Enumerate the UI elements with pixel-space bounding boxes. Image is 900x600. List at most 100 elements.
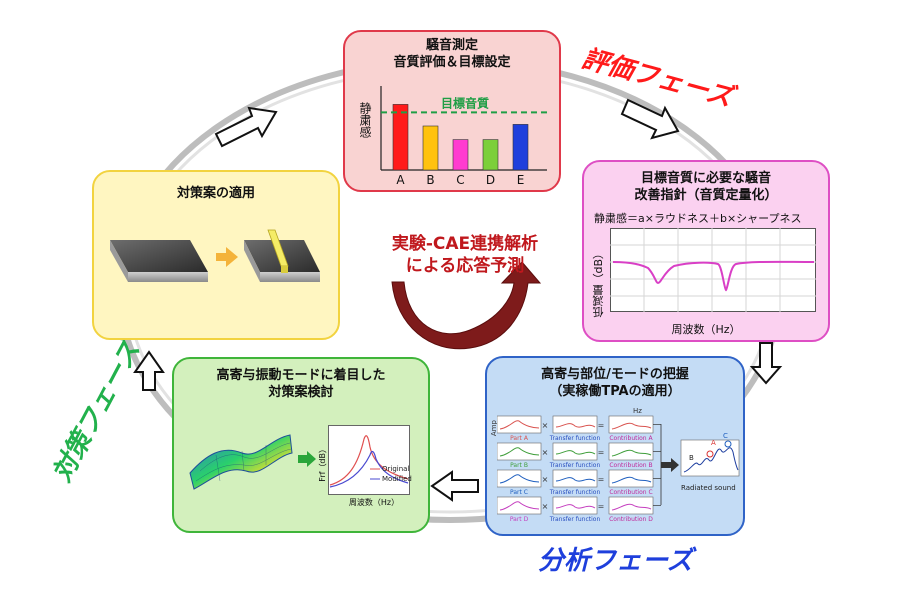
peak-label-A: A	[711, 439, 716, 447]
tpa-curve	[611, 422, 652, 430]
tpa-curve	[555, 477, 596, 482]
apply-box: 対策案の適用	[92, 170, 340, 340]
mode-title-line2: 対策案検討	[268, 385, 334, 400]
tpa-box: 高寄与部位/モードの把握 （実稼働TPAの適用） Amp Hz ×=Part A…	[485, 356, 745, 536]
tpa-curve	[555, 423, 596, 428]
frf-chart	[328, 425, 410, 495]
tpa-cell	[608, 442, 654, 461]
tpa-cell	[552, 496, 598, 515]
tpa-curve	[611, 449, 652, 457]
radiated-sound-label: Radiated sound	[681, 484, 736, 492]
modified-curve	[329, 450, 409, 488]
transfer-function-label: Transfer function	[549, 516, 601, 523]
quietness-formula: 静粛感＝a×ラウドネス＋b×シャープネス	[594, 212, 802, 225]
reduction-ylabel: 低減量（dB）	[592, 248, 605, 318]
frequency-xlabel: 周波数（Hz）	[671, 323, 741, 336]
mode-title-line1: 高寄与振動モードに着目した	[216, 368, 386, 383]
bar-A	[392, 104, 409, 171]
bar-label-A: A	[396, 173, 405, 187]
equals-icon: =	[598, 421, 605, 430]
contribution-label: Contribution C	[609, 489, 652, 496]
vibration-mode-shape	[189, 434, 293, 490]
part-label: Part A	[510, 435, 529, 442]
equals-icon: =	[598, 475, 605, 484]
times-icon: ×	[542, 475, 549, 484]
reduction-curve	[612, 260, 815, 292]
peak-label-B: B	[689, 454, 694, 462]
tpa-diagram: × = Part A Transfer function Contribution A ×…	[497, 415, 740, 523]
part-label: Part D	[510, 516, 529, 523]
equals-icon: =	[598, 502, 605, 511]
bar-label-B: B	[426, 173, 434, 187]
times-icon: ×	[542, 448, 549, 457]
times-icon: ×	[542, 421, 549, 430]
original-curve	[329, 435, 409, 486]
mode-study-box: 高寄与振動モードに着目した 対策案検討 Frf（dB） Original Mod…	[172, 357, 430, 533]
tpa-title-line2: （実稼働TPAの適用）	[549, 384, 681, 399]
legend-original: Original	[382, 465, 410, 473]
tpa-cell	[497, 469, 542, 488]
measurement-title-line1: 騒音測定	[425, 38, 478, 53]
tpa-cell	[552, 415, 598, 434]
contribution-label: Contribution A	[609, 435, 653, 442]
sound-quality-bar-chart: A B C D E 目標音質	[380, 86, 547, 187]
frf-ylabel: Frf（dB）	[318, 445, 327, 482]
tpa-cell	[497, 442, 542, 461]
tpa-curve	[611, 476, 652, 484]
target-title-line2: 改善指針（音質定量化）	[634, 188, 778, 203]
tpa-cell	[497, 415, 542, 434]
bar-label-D: D	[486, 173, 495, 187]
tpa-cell	[552, 442, 598, 461]
tpa-title-line1: 高寄与部位/モードの把握	[541, 367, 689, 382]
measurement-title-line2: 音質評価＆目標設定	[393, 55, 511, 70]
tpa-curve	[499, 501, 540, 511]
plate-before-after	[110, 229, 320, 282]
cycle-arrow-3	[749, 342, 783, 385]
target-quality-box: 目標音質に必要な騒音 改善指針（音質定量化） 静粛感＝a×ラウドネス＋b×シャー…	[582, 160, 830, 342]
analysis-phase-label: 分析フェーズ	[538, 546, 693, 576]
reduction-curve-chart	[610, 228, 816, 312]
tpa-sum-arrow-icon	[661, 458, 679, 472]
bar-label-E: E	[517, 173, 525, 187]
bar-E	[512, 124, 529, 171]
transfer-function-label: Transfer function	[549, 489, 601, 496]
contribution-label: Contribution B	[609, 462, 652, 469]
legend-modified: Modified	[382, 475, 412, 483]
target-title-line1: 目標音質に必要な騒音	[640, 171, 771, 186]
bar-D	[482, 139, 499, 171]
tpa-cell	[608, 415, 654, 434]
bar-C	[452, 139, 469, 171]
tpa-cell	[497, 496, 542, 515]
peak-marker-C	[724, 440, 732, 448]
tpa-curve	[611, 503, 652, 511]
part-label: Part C	[510, 489, 528, 496]
bar-B	[422, 125, 439, 171]
cycle-arrow-2	[620, 98, 680, 140]
cycle-arrow-1	[214, 106, 278, 148]
bar-label-C: C	[456, 173, 464, 187]
tpa-cell	[608, 469, 654, 488]
center-caption: 実験-CAE連携解析 による応答予測	[360, 233, 570, 277]
transfer-function-label: Transfer function	[549, 462, 601, 469]
times-icon: ×	[542, 502, 549, 511]
tpa-cell	[552, 469, 598, 488]
center-curved-arrow	[391, 261, 542, 350]
tpa-curve	[499, 447, 540, 457]
part-label: Part B	[510, 462, 528, 469]
center-caption-line2: による応答予測	[405, 256, 525, 276]
measurement-ylabel: 静粛感	[358, 102, 372, 138]
green-right-arrow-icon	[298, 451, 316, 467]
tpa-curve	[555, 450, 596, 455]
measurement-box: 騒音測定 音質評価＆目標設定 静粛感 A B C D E 目標音質	[343, 30, 561, 192]
transfer-function-label: Transfer function	[549, 435, 601, 442]
cycle-arrow-4	[430, 470, 479, 502]
radiated-sound-curve	[683, 447, 739, 473]
hz-label: Hz	[633, 407, 642, 415]
target-quality-label: 目標音質	[441, 95, 489, 110]
equals-icon: =	[598, 448, 605, 457]
tpa-cell	[608, 496, 654, 515]
center-caption-line1: 実験-CAE連携解析	[391, 234, 539, 254]
tpa-curve	[499, 474, 540, 484]
tpa-curve	[555, 504, 596, 509]
mode-xlabel: 周波数（Hz）	[348, 498, 400, 507]
